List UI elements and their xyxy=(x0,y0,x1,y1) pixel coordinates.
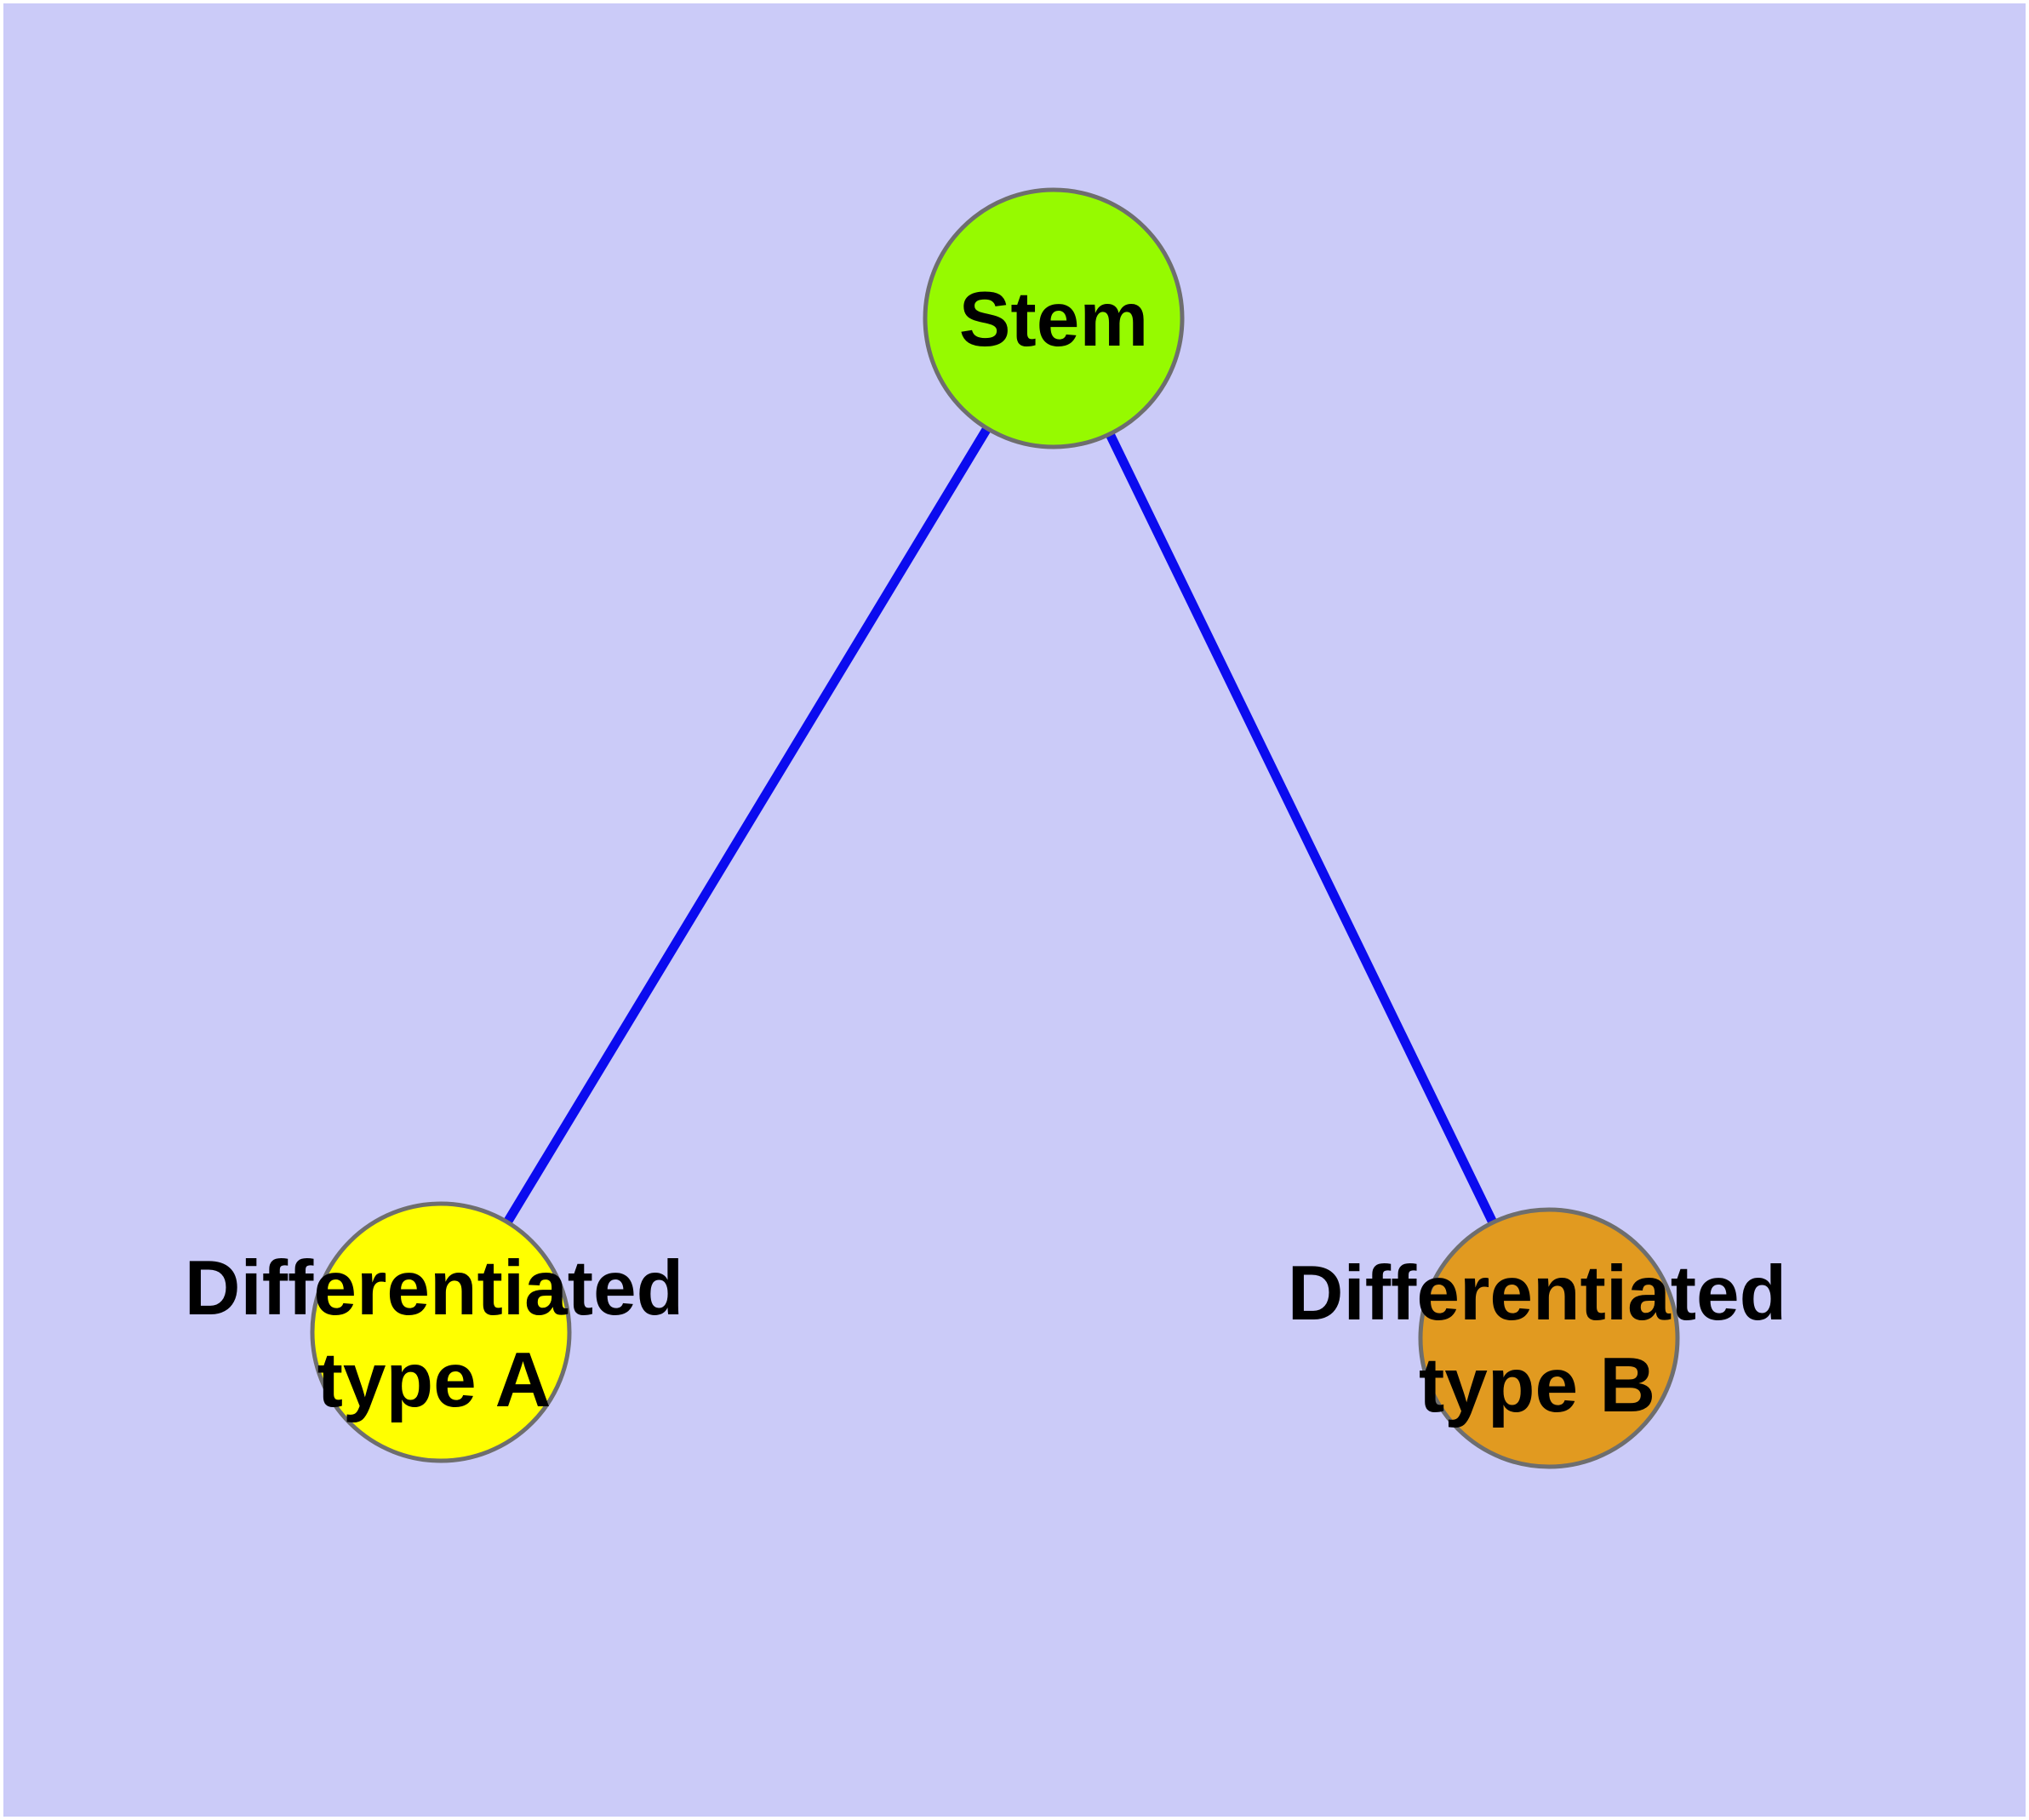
node-stem-circle xyxy=(923,187,1185,449)
edge-stem-to-type-a xyxy=(437,316,1058,1335)
node-type-a-circle xyxy=(310,1201,572,1463)
edge-stem-to-type-b xyxy=(1049,316,1553,1341)
node-type-b-circle xyxy=(1418,1207,1680,1469)
